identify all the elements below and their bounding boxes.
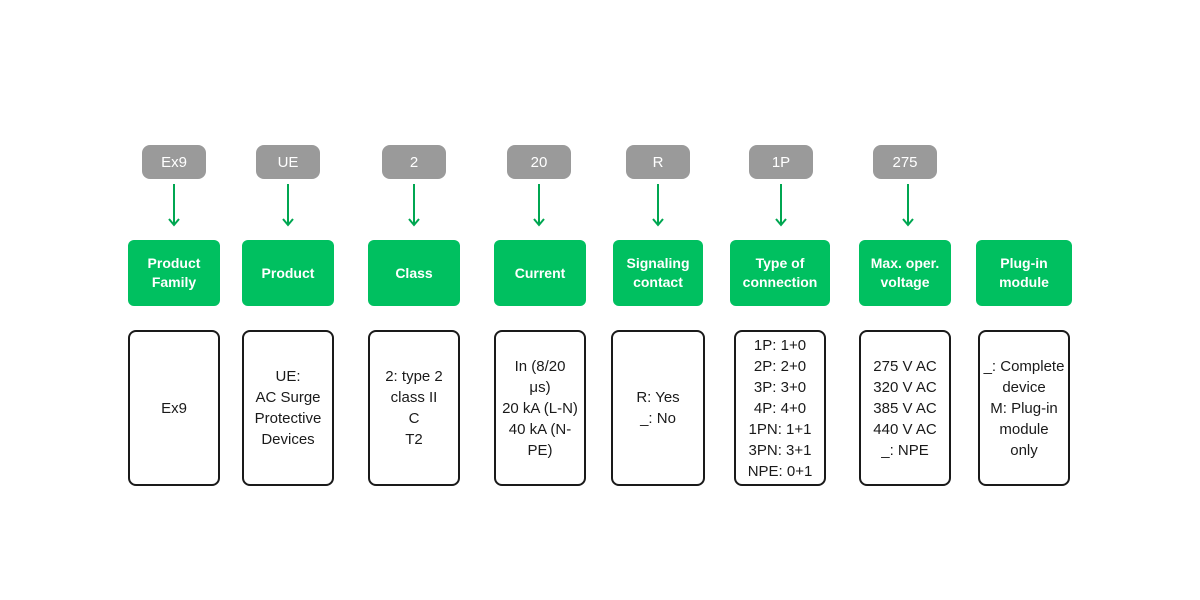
category-label: Product [147,255,201,271]
code-pill-class: 2 [382,145,446,179]
description-line: NPE: 0+1 [747,462,813,480]
description-line: _: Complete [983,357,1065,375]
description-line: 275 V AC [873,357,937,375]
description-product: UE: AC Surge Protective Devices [242,330,334,486]
down-arrow-icon [408,184,420,227]
down-arrow-icon [533,184,545,227]
code-pill-max-voltage: 275 [873,145,937,179]
category-product: Product [242,240,334,306]
description-line: 2P: 2+0 [753,357,807,375]
category-max-voltage: Max. oper. voltage [859,240,951,306]
description-line: Ex9 [161,399,187,417]
description-max-voltage: 275 V AC 320 V AC 385 V AC 440 V AC _: N… [859,330,951,486]
description-product-family: Ex9 [128,330,220,486]
category-label: voltage [880,274,930,290]
description-line: 320 V AC [873,378,937,396]
category-label: Signaling [626,255,690,271]
description-line: Devices [261,431,315,448]
description-line: 3P: 3+0 [753,378,807,396]
category-label: Product [261,264,315,281]
down-arrow-icon [775,184,787,227]
description-line: class II [390,389,438,406]
category-type-of-connection: Type of connection [730,240,830,306]
category-label: Family [151,274,197,290]
description-line: T2 [405,431,423,448]
description-line: 440 V AC [873,420,937,438]
description-line: 385 V AC [873,399,937,417]
description-line: 2: type 2 [385,368,443,385]
description-line: M: Plug-in [990,399,1058,417]
category-label: Current [514,264,566,281]
description-line: UE: [275,368,301,385]
code-pill-product-family: Ex9 [142,145,206,179]
description-line: In (8/20 [514,357,566,375]
description-line: device [1002,378,1046,396]
description-line: only [1010,441,1038,459]
description-line: 20 kA (L-N) [502,399,578,417]
description-class: 2: type 2 class II C T2 [368,330,460,486]
description-line: 1PN: 1+1 [748,420,812,438]
description-current: In (8/20 μs) 20 kA (L-N) 40 kA (N- PE) [494,330,586,486]
description-line: _: NPE [881,441,929,459]
category-current: Current [494,240,586,306]
code-pill-type-of-connection: 1P [749,145,813,179]
code-pill-current: 20 [507,145,571,179]
code-pill-product: UE [256,145,320,179]
down-arrow-icon [902,184,914,227]
description-line: R: Yes [636,389,680,406]
category-label: Plug-in [1000,255,1048,271]
description-line: 40 kA (N- [508,420,572,438]
down-arrow-icon [282,184,294,227]
description-signaling-contact: R: Yes _: No [611,330,705,486]
category-plug-in-module: Plug-in module [976,240,1072,306]
description-line: AC Surge [255,389,321,406]
description-line: 4P: 4+0 [753,399,807,417]
description-line: module [999,420,1049,438]
category-signaling-contact: Signaling contact [613,240,703,306]
description-line: C [408,410,420,427]
category-label: Type of [755,255,805,271]
code-pill-signaling-contact: R [626,145,690,179]
category-label: connection [742,274,818,290]
category-label: Class [395,264,433,281]
category-label: Max. oper. [870,255,940,271]
down-arrow-icon [652,184,664,227]
description-plug-in-module: _: Complete device M: Plug-in module onl… [978,330,1070,486]
category-class: Class [368,240,460,306]
description-line: 3PN: 3+1 [748,441,812,459]
description-line: _: No [640,410,676,427]
description-line: Protective [254,410,322,427]
description-type-of-connection: 1P: 1+0 2P: 2+0 3P: 3+0 4P: 4+0 1PN: 1+1… [734,330,826,486]
category-label: module [999,274,1049,290]
down-arrow-icon [168,184,180,227]
description-line: μs) [529,378,551,396]
category-label: contact [633,274,683,290]
description-line: 1P: 1+0 [753,336,807,354]
description-line: PE) [527,441,553,459]
